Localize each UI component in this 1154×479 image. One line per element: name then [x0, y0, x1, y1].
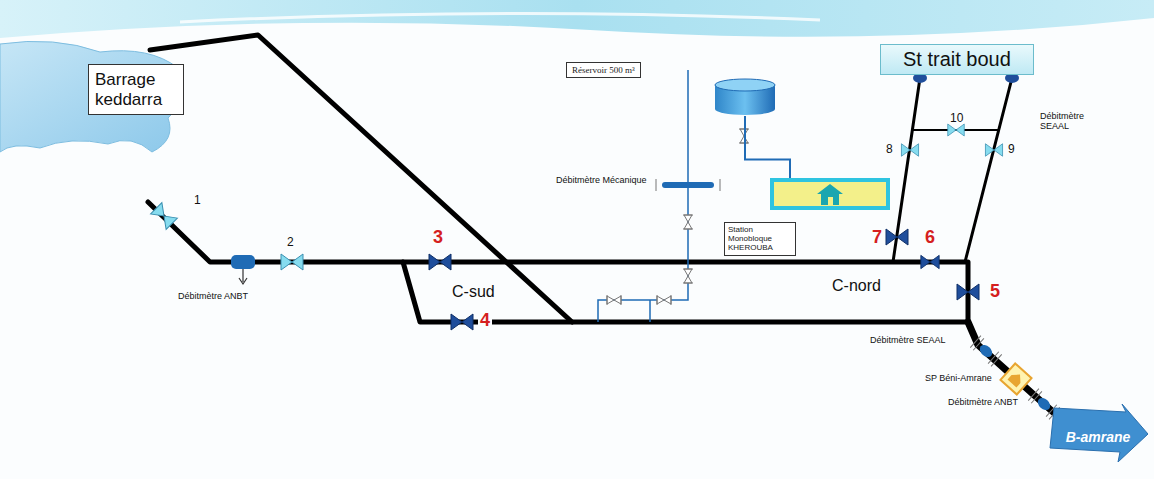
- flowmeter-label: Débitmètre SEAAL: [870, 336, 946, 346]
- small-valve: [683, 215, 693, 229]
- flowmeter-label: Débitmètre ANBT: [178, 292, 248, 302]
- flowmeter-label: Débitmètre Mécanique: [556, 176, 647, 186]
- valve: [957, 284, 979, 300]
- callout-number: 10: [950, 112, 963, 125]
- node-text: Barrage keddarra: [95, 70, 177, 109]
- service-line: [598, 70, 688, 322]
- pipe: [150, 35, 572, 322]
- circuit-name: C-nord: [832, 277, 881, 295]
- flowmeter-label: Débitmètre ANBT: [948, 398, 1018, 408]
- house-icon: [815, 182, 845, 206]
- valve: [886, 229, 908, 245]
- node-text: Station Monobloque KHEROUBA: [724, 222, 796, 256]
- reservoir-tank: Réservoir 500 m³: [714, 78, 776, 116]
- beni-amrane-arrow: B-amrane: [1048, 404, 1148, 462]
- valve: [451, 314, 473, 330]
- callout-number: 6: [925, 228, 935, 248]
- small-valve: [683, 269, 693, 283]
- valve: [281, 254, 303, 270]
- node-text: B-amrane: [1066, 429, 1131, 445]
- callout-number: 9: [1008, 143, 1015, 156]
- tank-shape: [714, 78, 776, 116]
- pipe: [965, 78, 1012, 262]
- callout-number: 3: [433, 228, 443, 248]
- valve: [985, 144, 1002, 156]
- callout-number: 4: [478, 311, 492, 331]
- valve: [948, 124, 965, 136]
- node-text: Réservoir 500 m³: [566, 62, 641, 78]
- dam-box: Barrage keddarra: [88, 64, 184, 115]
- header-streak: [180, 13, 820, 22]
- pipe: [148, 202, 968, 322]
- valve: [921, 255, 939, 268]
- circuit-name: C-sud: [452, 283, 495, 301]
- station-label: SP Béni-Amrane: [925, 374, 992, 384]
- callout-number: 2: [287, 236, 294, 249]
- small-valve: [657, 295, 671, 305]
- valve: [151, 203, 178, 230]
- valve: [429, 254, 451, 270]
- pump-station-icon: [1000, 363, 1031, 394]
- treatment-station-box: St trait boud: [880, 44, 1034, 75]
- flowmeter: [970, 336, 1002, 367]
- callout-number: 1: [194, 194, 201, 207]
- callout-number: 7: [872, 228, 882, 248]
- flowmeter-pointer: [239, 269, 247, 284]
- station-box: Station Monobloque KHEROUBA: [770, 178, 890, 210]
- callout-number: 8: [886, 143, 893, 156]
- header-band: [0, 0, 1154, 38]
- flowmeter-ticks: [656, 179, 720, 191]
- callout-number: 5: [990, 282, 1000, 302]
- tank-top: [715, 79, 775, 91]
- feed-pipe: [745, 116, 790, 178]
- flowmeter: [231, 255, 255, 269]
- mechanical-flowmeter: [662, 182, 714, 188]
- valve: [901, 144, 918, 156]
- flowmeter-label: Débitmètre SEAAL: [1040, 112, 1102, 132]
- node-text: St trait boud: [903, 48, 1011, 71]
- small-valve: [607, 295, 621, 305]
